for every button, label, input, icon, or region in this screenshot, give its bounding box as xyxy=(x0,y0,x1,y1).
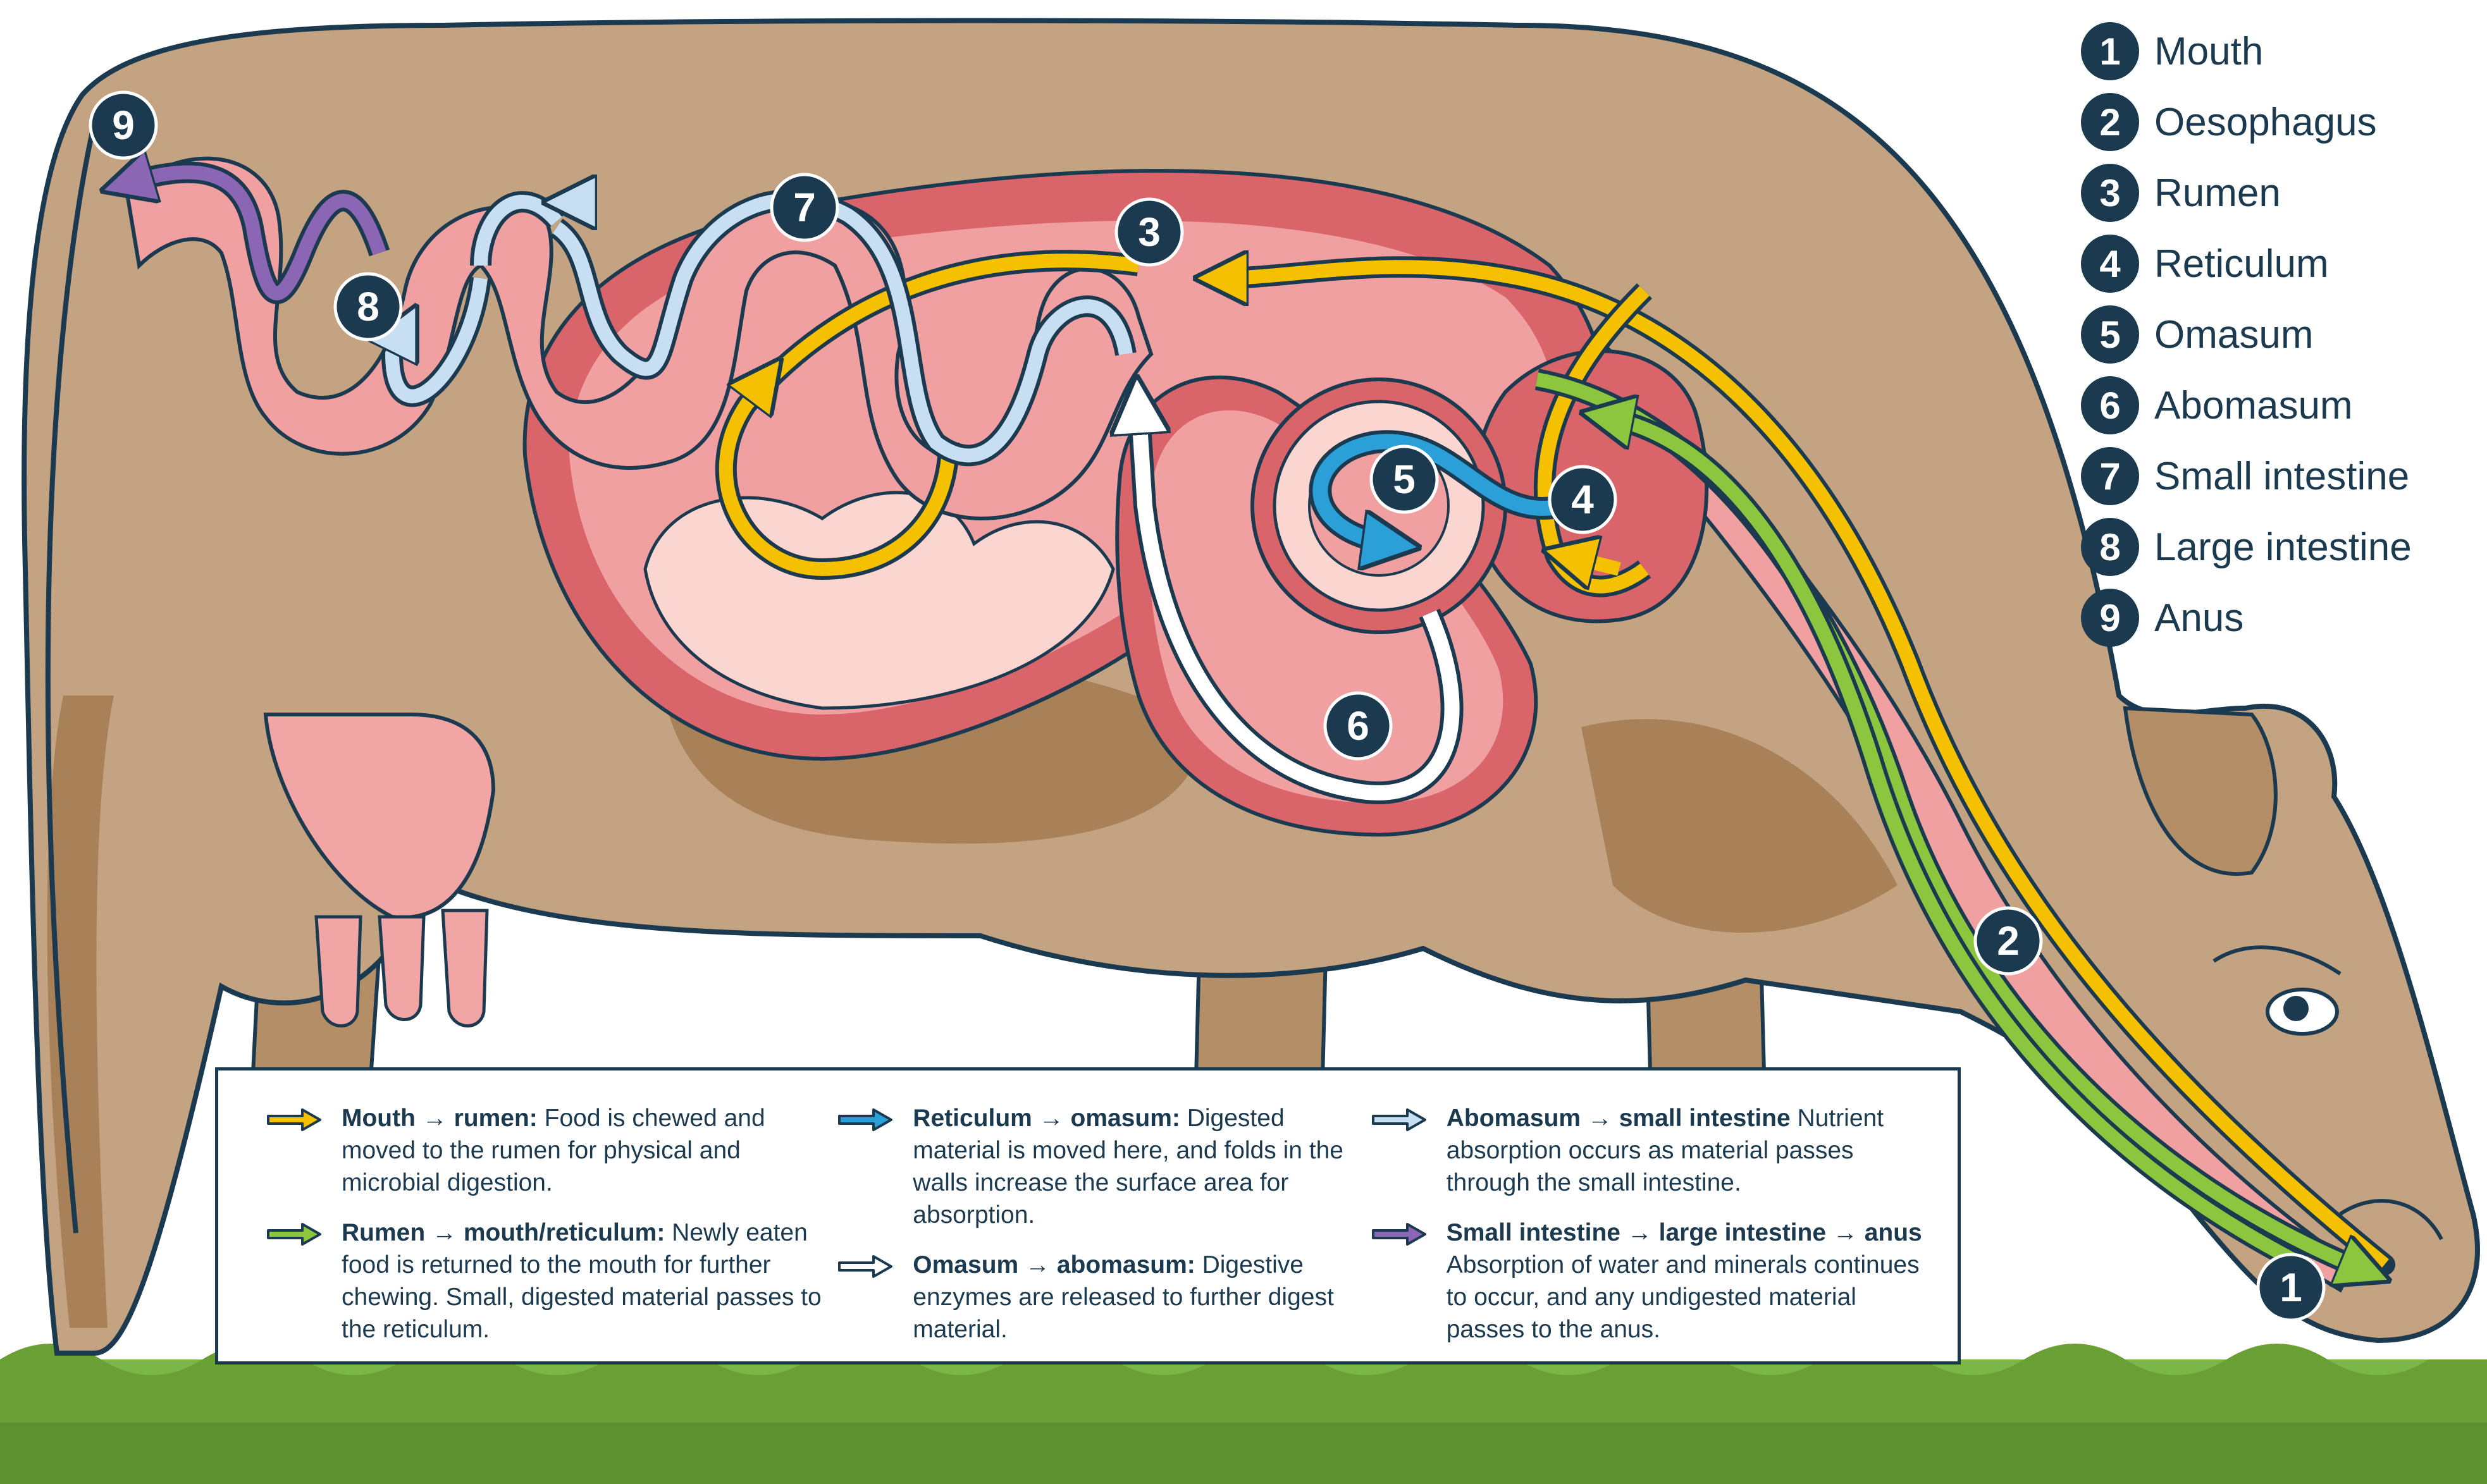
info-entry-reticulum-omasum: Reticulum → omasum: Digested material is… xyxy=(837,1102,1370,1231)
info-title: Small intestine → large intestine → anus xyxy=(1447,1219,1922,1246)
badge-reticulum: 4 xyxy=(1550,467,1615,532)
blue-arrow-icon xyxy=(837,1107,894,1132)
badge-mouth: 1 xyxy=(2258,1254,2324,1320)
purple-arrow-icon xyxy=(1371,1222,1428,1247)
light-blue-arrow-icon xyxy=(1371,1107,1428,1132)
yellow-arrow-icon xyxy=(266,1107,323,1132)
legend-item-small-intestine: 7 Small intestine xyxy=(2081,441,2473,512)
legend-label: Oesophagus xyxy=(2154,100,2377,145)
legend-badge: 9 xyxy=(2081,589,2139,647)
legend-item-omasum: 5 Omasum xyxy=(2081,299,2473,370)
legend-badge: 3 xyxy=(2081,164,2139,222)
svg-text:9: 9 xyxy=(112,102,135,148)
legend-item-oesophagus: 2 Oesophagus xyxy=(2081,87,2473,157)
legend-label: Mouth xyxy=(2154,29,2263,74)
info-column: Reticulum → omasum: Digested material is… xyxy=(837,1102,1370,1342)
badge-oesophagus: 2 xyxy=(1975,908,2041,974)
white-arrow-icon xyxy=(837,1254,894,1279)
svg-text:6: 6 xyxy=(1347,703,1369,749)
grass xyxy=(0,1344,2487,1484)
badge-abomasum: 6 xyxy=(1325,693,1391,759)
info-body: Absorption of water and minerals continu… xyxy=(1447,1251,1920,1343)
info-title: Rumen → mouth/reticulum: xyxy=(342,1219,665,1246)
legend-label: Abomasum xyxy=(2154,383,2353,428)
info-entry-abomasum-small-intestine: Abomasum → small intestine Nutrient abso… xyxy=(1371,1102,1939,1199)
organ-legend: 1 Mouth 2 Oesophagus 3 Rumen 4 Reticulum… xyxy=(2081,16,2473,653)
info-entry-omasum-abomasum: Omasum → abomasum: Digestive enzymes are… xyxy=(837,1249,1370,1346)
badge-small-intestine: 7 xyxy=(772,175,837,240)
info-entry-mouth-rumen: Mouth → rumen: Food is chewed and moved … xyxy=(266,1102,837,1199)
badge-rumen: 3 xyxy=(1116,199,1182,265)
legend-item-rumen: 3 Rumen xyxy=(2081,157,2473,228)
legend-badge: 8 xyxy=(2081,518,2139,576)
svg-text:7: 7 xyxy=(793,185,816,230)
legend-label: Small intestine xyxy=(2154,454,2409,499)
legend-badge: 5 xyxy=(2081,305,2139,364)
info-column: Mouth → rumen: Food is chewed and moved … xyxy=(266,1102,837,1342)
badge-anus: 9 xyxy=(90,92,156,158)
legend-label: Omasum xyxy=(2154,312,2313,357)
flow-description-panel: Mouth → rumen: Food is chewed and moved … xyxy=(215,1067,1961,1364)
legend-label: Reticulum xyxy=(2154,242,2329,286)
svg-text:8: 8 xyxy=(357,284,380,329)
svg-text:2: 2 xyxy=(1997,918,2020,964)
legend-badge: 2 xyxy=(2081,93,2139,151)
green-arrow-icon xyxy=(266,1222,323,1247)
info-title: Omasum → abomasum: xyxy=(913,1251,1195,1279)
legend-item-mouth: 1 Mouth xyxy=(2081,16,2473,87)
legend-label: Rumen xyxy=(2154,171,2281,216)
legend-badge: 7 xyxy=(2081,447,2139,505)
info-title: Abomasum → small intestine xyxy=(1447,1105,1791,1132)
info-column: Abomasum → small intestine Nutrient abso… xyxy=(1371,1102,1939,1342)
info-entry-rumen-mouth: Rumen → mouth/reticulum: Newly eaten foo… xyxy=(266,1217,837,1346)
legend-item-anus: 9 Anus xyxy=(2081,582,2473,653)
legend-badge: 6 xyxy=(2081,376,2139,434)
svg-text:1: 1 xyxy=(2280,1265,2302,1310)
legend-label: Large intestine xyxy=(2154,525,2412,570)
info-entry-small-intestine-anus: Small intestine → large intestine → anus… xyxy=(1371,1217,1939,1346)
legend-badge: 1 xyxy=(2081,22,2139,80)
legend-item-abomasum: 6 Abomasum xyxy=(2081,370,2473,441)
info-title: Reticulum → omasum: xyxy=(913,1105,1180,1132)
legend-item-large-intestine: 8 Large intestine xyxy=(2081,512,2473,582)
svg-text:4: 4 xyxy=(1571,477,1594,522)
legend-label: Anus xyxy=(2154,596,2243,641)
badge-omasum: 5 xyxy=(1371,446,1437,512)
svg-text:3: 3 xyxy=(1138,209,1161,255)
legend-item-reticulum: 4 Reticulum xyxy=(2081,228,2473,299)
badge-large-intestine: 8 xyxy=(335,274,401,340)
svg-text:5: 5 xyxy=(1393,457,1416,502)
legend-badge: 4 xyxy=(2081,235,2139,293)
info-title: Mouth → rumen: xyxy=(342,1105,538,1132)
